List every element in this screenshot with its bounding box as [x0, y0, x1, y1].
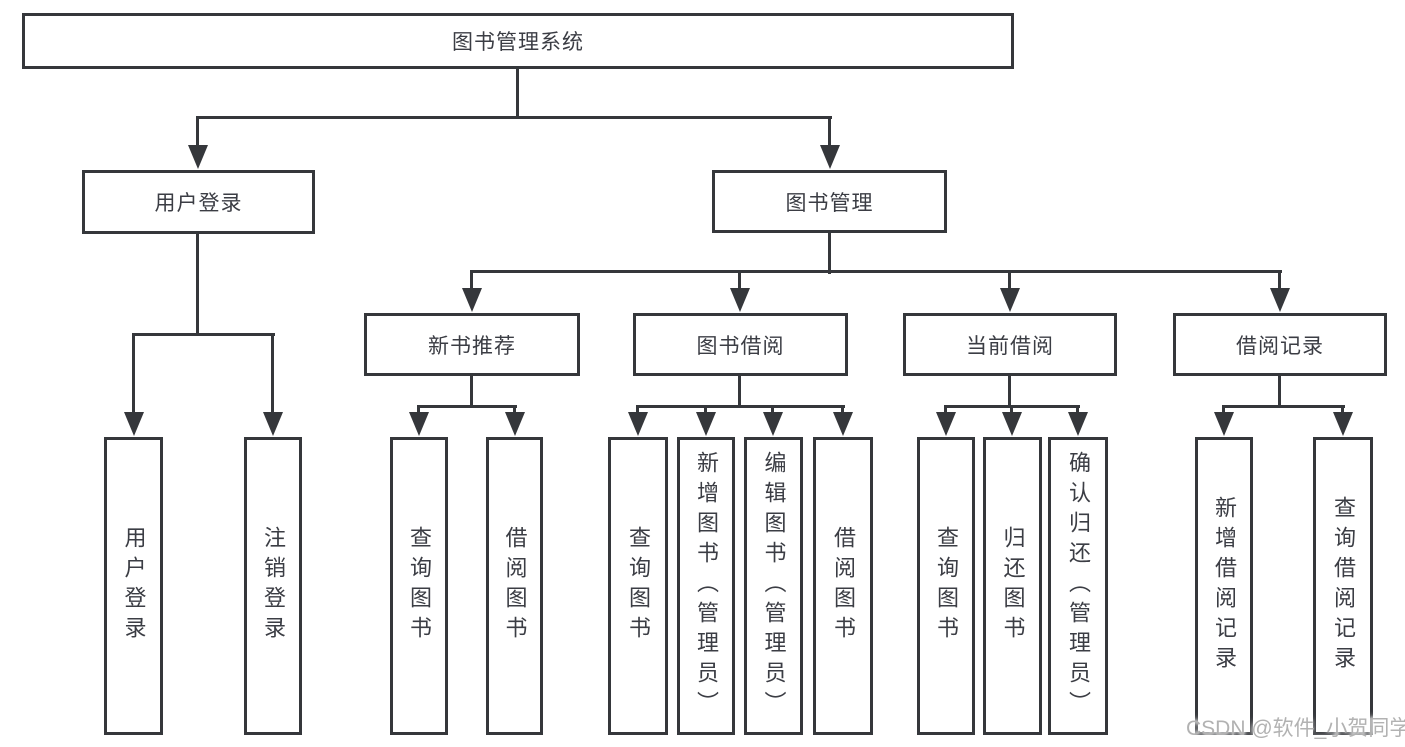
connector-currentborrow-hline [944, 405, 1080, 408]
connector-bb-borrow-stem [841, 407, 844, 416]
arrowhead-to-leaf-logout [263, 412, 283, 436]
connector-borrowrecords-stem [1278, 272, 1281, 292]
connector-nb-query-stem [417, 407, 420, 416]
node-current-borrow: 当前借阅 [903, 313, 1117, 376]
connector-bookborrow-stem [738, 272, 741, 292]
connector-borrowrecords-hline [1222, 405, 1345, 408]
leaf-logout-label: 注销登录 [261, 526, 286, 646]
node-user-login: 用户登录 [82, 170, 315, 234]
connector-bb-edit-stem [771, 407, 774, 416]
leaf-borrow-book: 借阅图书 [813, 437, 873, 735]
node-current-borrow-label: 当前借阅 [966, 334, 1054, 358]
connector-leaf-userlogin-stem [132, 335, 135, 415]
leaf-current-confirm-admin: 确认归还（管理员） [1048, 437, 1108, 735]
leaf-record-add: 新增借阅记录 [1195, 437, 1253, 735]
connector-leaf-logout-stem [271, 335, 274, 415]
node-new-book-recommend: 新书推荐 [364, 313, 580, 376]
connector-newbook-down [470, 376, 473, 408]
connector-bookmgmt-down [828, 233, 831, 274]
leaf-record-query-label: 查询借阅记录 [1331, 496, 1356, 676]
arrowhead-to-new-book-recommend [462, 288, 482, 312]
arrowhead-to-leaf-user-login [124, 412, 144, 436]
arrowhead-to-cb-query [936, 412, 956, 436]
node-borrow-records: 借阅记录 [1173, 313, 1387, 376]
arrowhead-to-cb-confirm [1068, 412, 1088, 436]
node-root: 图书管理系统 [22, 13, 1014, 69]
arrowhead-to-user-login [188, 145, 208, 169]
connector-cb-confirm-stem [1076, 407, 1079, 416]
leaf-borrow-edit-admin-label: 编辑图书（管理员） [761, 451, 787, 721]
arrowhead-to-nb-borrow [505, 412, 525, 436]
connector-br-add-stem [1222, 407, 1225, 416]
leaf-borrow-add-admin: 新增图书（管理员） [677, 437, 735, 735]
leaf-current-return-label: 归还图书 [1000, 526, 1026, 646]
node-book-borrow-label: 图书借阅 [696, 334, 785, 358]
arrowhead-to-nb-query [409, 412, 429, 436]
connector-level1-hline [196, 116, 832, 119]
connector-userlogin-down [196, 234, 199, 335]
csdn-watermark: CSDN @软件_小贺同学 [1186, 717, 1405, 740]
leaf-borrow-edit-admin: 编辑图书（管理员） [744, 437, 803, 735]
node-book-management: 图书管理 [712, 170, 947, 233]
connector-borrowrecords-down [1278, 376, 1281, 408]
connector-newbook-hline [417, 405, 517, 408]
arrowhead-to-cb-return [1002, 412, 1022, 436]
leaf-current-return: 归还图书 [983, 437, 1042, 735]
leaf-user-login: 用户登录 [104, 437, 163, 735]
leaf-record-add-label: 新增借阅记录 [1212, 496, 1237, 676]
connector-level3-hline [470, 270, 1282, 273]
connector-currentborrow-stem [1008, 272, 1011, 292]
arrowhead-to-book-borrow [730, 288, 750, 312]
connector-userlogin-hline [132, 333, 275, 336]
arrowhead-to-bb-borrow [833, 412, 853, 436]
connector-currentborrow-down [1008, 376, 1011, 408]
connector-bookborrow-down [738, 376, 741, 408]
node-book-borrow: 图书借阅 [633, 313, 848, 376]
leaf-logout: 注销登录 [244, 437, 302, 735]
arrowhead-to-bb-edit [763, 412, 783, 436]
leaf-newbook-query: 查询图书 [390, 437, 448, 735]
leaf-borrow-add-admin-label: 新增图书（管理员） [694, 451, 719, 721]
arrowhead-to-br-query [1333, 412, 1353, 436]
arrowhead-to-bb-add [696, 412, 716, 436]
connector-bb-query-stem [636, 407, 639, 416]
connector-userlogin-stem [196, 118, 199, 150]
connector-newbook-stem [470, 272, 473, 292]
arrowhead-to-br-add [1214, 412, 1234, 436]
node-root-label: 图书管理系统 [452, 31, 584, 54]
node-new-book-recommend-label: 新书推荐 [428, 334, 516, 358]
arrowhead-to-book-management [820, 145, 840, 169]
connector-cb-return-stem [1010, 407, 1013, 416]
connector-root-stem [516, 68, 519, 118]
leaf-record-query: 查询借阅记录 [1313, 437, 1373, 735]
connector-bookborrow-hline [636, 405, 845, 408]
node-book-management-label: 图书管理 [785, 191, 874, 215]
connector-br-query-stem [1341, 407, 1344, 416]
arrowhead-to-bb-query [628, 412, 648, 436]
leaf-borrow-query-label: 查询图书 [626, 526, 651, 646]
leaf-current-query-label: 查询图书 [934, 526, 959, 646]
arrowhead-to-current-borrow [1000, 288, 1020, 312]
connector-bookmgmt-stem [828, 118, 831, 150]
leaf-user-login-label: 用户登录 [121, 526, 147, 646]
connector-bb-add-stem [704, 407, 707, 416]
leaf-borrow-query: 查询图书 [608, 437, 668, 735]
leaf-newbook-borrow-label: 借阅图书 [502, 526, 528, 646]
leaf-newbook-borrow: 借阅图书 [486, 437, 543, 735]
node-borrow-records-label: 借阅记录 [1236, 334, 1324, 358]
arrowhead-to-borrow-records [1270, 288, 1290, 312]
connector-cb-query-stem [944, 407, 947, 416]
leaf-current-confirm-admin-label: 确认归还（管理员） [1066, 451, 1091, 721]
node-user-login-label: 用户登录 [154, 192, 243, 215]
leaf-borrow-book-label: 借阅图书 [831, 526, 856, 646]
connector-nb-borrow-stem [513, 407, 516, 416]
leaf-current-query: 查询图书 [917, 437, 975, 735]
leaf-newbook-query-label: 查询图书 [407, 526, 432, 646]
